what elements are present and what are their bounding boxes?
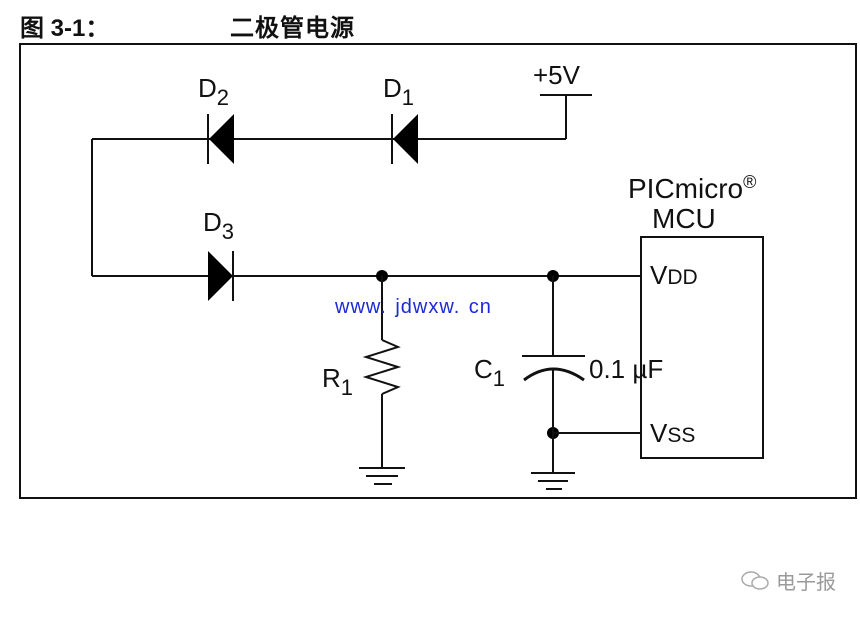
diode-d3-label: D3 bbox=[203, 207, 234, 244]
mcu-title: PICmicro® bbox=[628, 172, 756, 204]
capacitor-c1-label: C1 bbox=[474, 354, 505, 391]
resistor-r1-symbol bbox=[362, 276, 402, 468]
resistor-r1-label: R1 bbox=[322, 363, 353, 400]
capacitor-c1-value: 0.1 µF bbox=[589, 354, 663, 384]
pin-vss-label: VSS bbox=[650, 418, 695, 448]
brand-label: 电子报 bbox=[776, 572, 836, 594]
wechat-icon bbox=[741, 570, 769, 590]
brand-badge: 电子报 bbox=[740, 566, 836, 595]
mcu-subtitle: MCU bbox=[652, 203, 716, 234]
pin-vdd-label: VDD bbox=[650, 260, 698, 290]
figure-number: 图 3-1： bbox=[20, 15, 110, 42]
ground-icon bbox=[359, 467, 405, 485]
diode-d1-symbol bbox=[391, 114, 418, 164]
diode-d2-symbol bbox=[207, 114, 234, 164]
ground-icon bbox=[531, 472, 575, 490]
supply-label: +5V bbox=[533, 60, 581, 90]
diode-d2-label: D2 bbox=[198, 73, 229, 110]
capacitor-c1-symbol bbox=[522, 276, 585, 473]
diode-d3-symbol bbox=[208, 251, 234, 301]
mcu-box bbox=[640, 236, 764, 459]
figure-title: 二极管电源 bbox=[230, 15, 355, 42]
diode-d1-label: D1 bbox=[383, 73, 414, 110]
diagram-frame bbox=[19, 43, 857, 499]
watermark: www. jdwxw. cn bbox=[335, 296, 492, 318]
supply-symbol bbox=[540, 94, 592, 139]
